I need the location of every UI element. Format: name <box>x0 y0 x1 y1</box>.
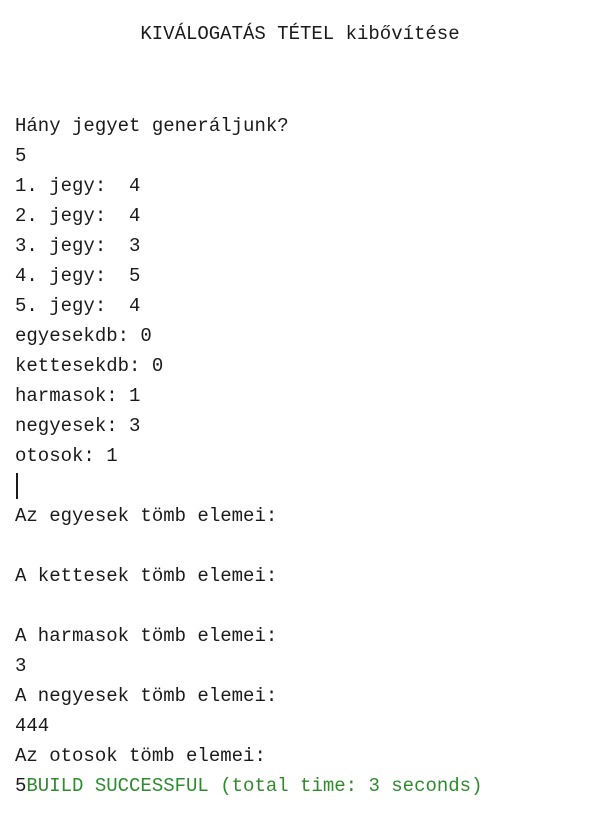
output-line <box>15 531 482 561</box>
output-line: 2. jegy: 4 <box>15 205 141 227</box>
output-line: A kettesek tömb elemei: <box>15 565 278 587</box>
output-line: A negyesek tömb elemei: <box>15 685 278 707</box>
program-title: KIVÁLOGATÁS TÉTEL kibővítése <box>140 23 460 45</box>
build-status-line: 5BUILD SUCCESSFUL (total time: 3 seconds… <box>15 771 482 801</box>
output-line <box>15 591 482 621</box>
output-line: harmasok: 1 <box>15 385 141 407</box>
output-line: Hány jegyet generáljunk? <box>15 115 289 137</box>
output-line: Az egyesek tömb elemei: <box>15 505 278 527</box>
output-line: 444 <box>15 715 50 737</box>
output-line: otosok: 1 <box>15 445 118 467</box>
output-line: 4. jegy: 5 <box>15 265 141 287</box>
output-line: negyesek: 3 <box>15 415 141 437</box>
output-lines: Hány jegyet generáljunk? 5 1. jegy: 4 2.… <box>15 111 482 801</box>
output-line: 3. jegy: 3 <box>15 235 141 257</box>
output-line <box>15 471 482 501</box>
output-line: Az otosok tömb elemei: <box>15 745 266 767</box>
output-line: 3 <box>15 655 27 677</box>
build-status: BUILD SUCCESSFUL (total time: 3 seconds) <box>26 775 483 797</box>
output-line: 5. jegy: 4 <box>15 295 141 317</box>
output-line: A harmasok tömb elemei: <box>15 625 278 647</box>
output-line: kettesekdb: 0 <box>15 355 164 377</box>
output-line: 5 <box>15 145 27 167</box>
output-line: egyesekdb: 0 <box>15 325 152 347</box>
text-cursor <box>16 473 18 499</box>
output-line: 1. jegy: 4 <box>15 175 141 197</box>
last-output-value: 5 <box>15 775 27 797</box>
